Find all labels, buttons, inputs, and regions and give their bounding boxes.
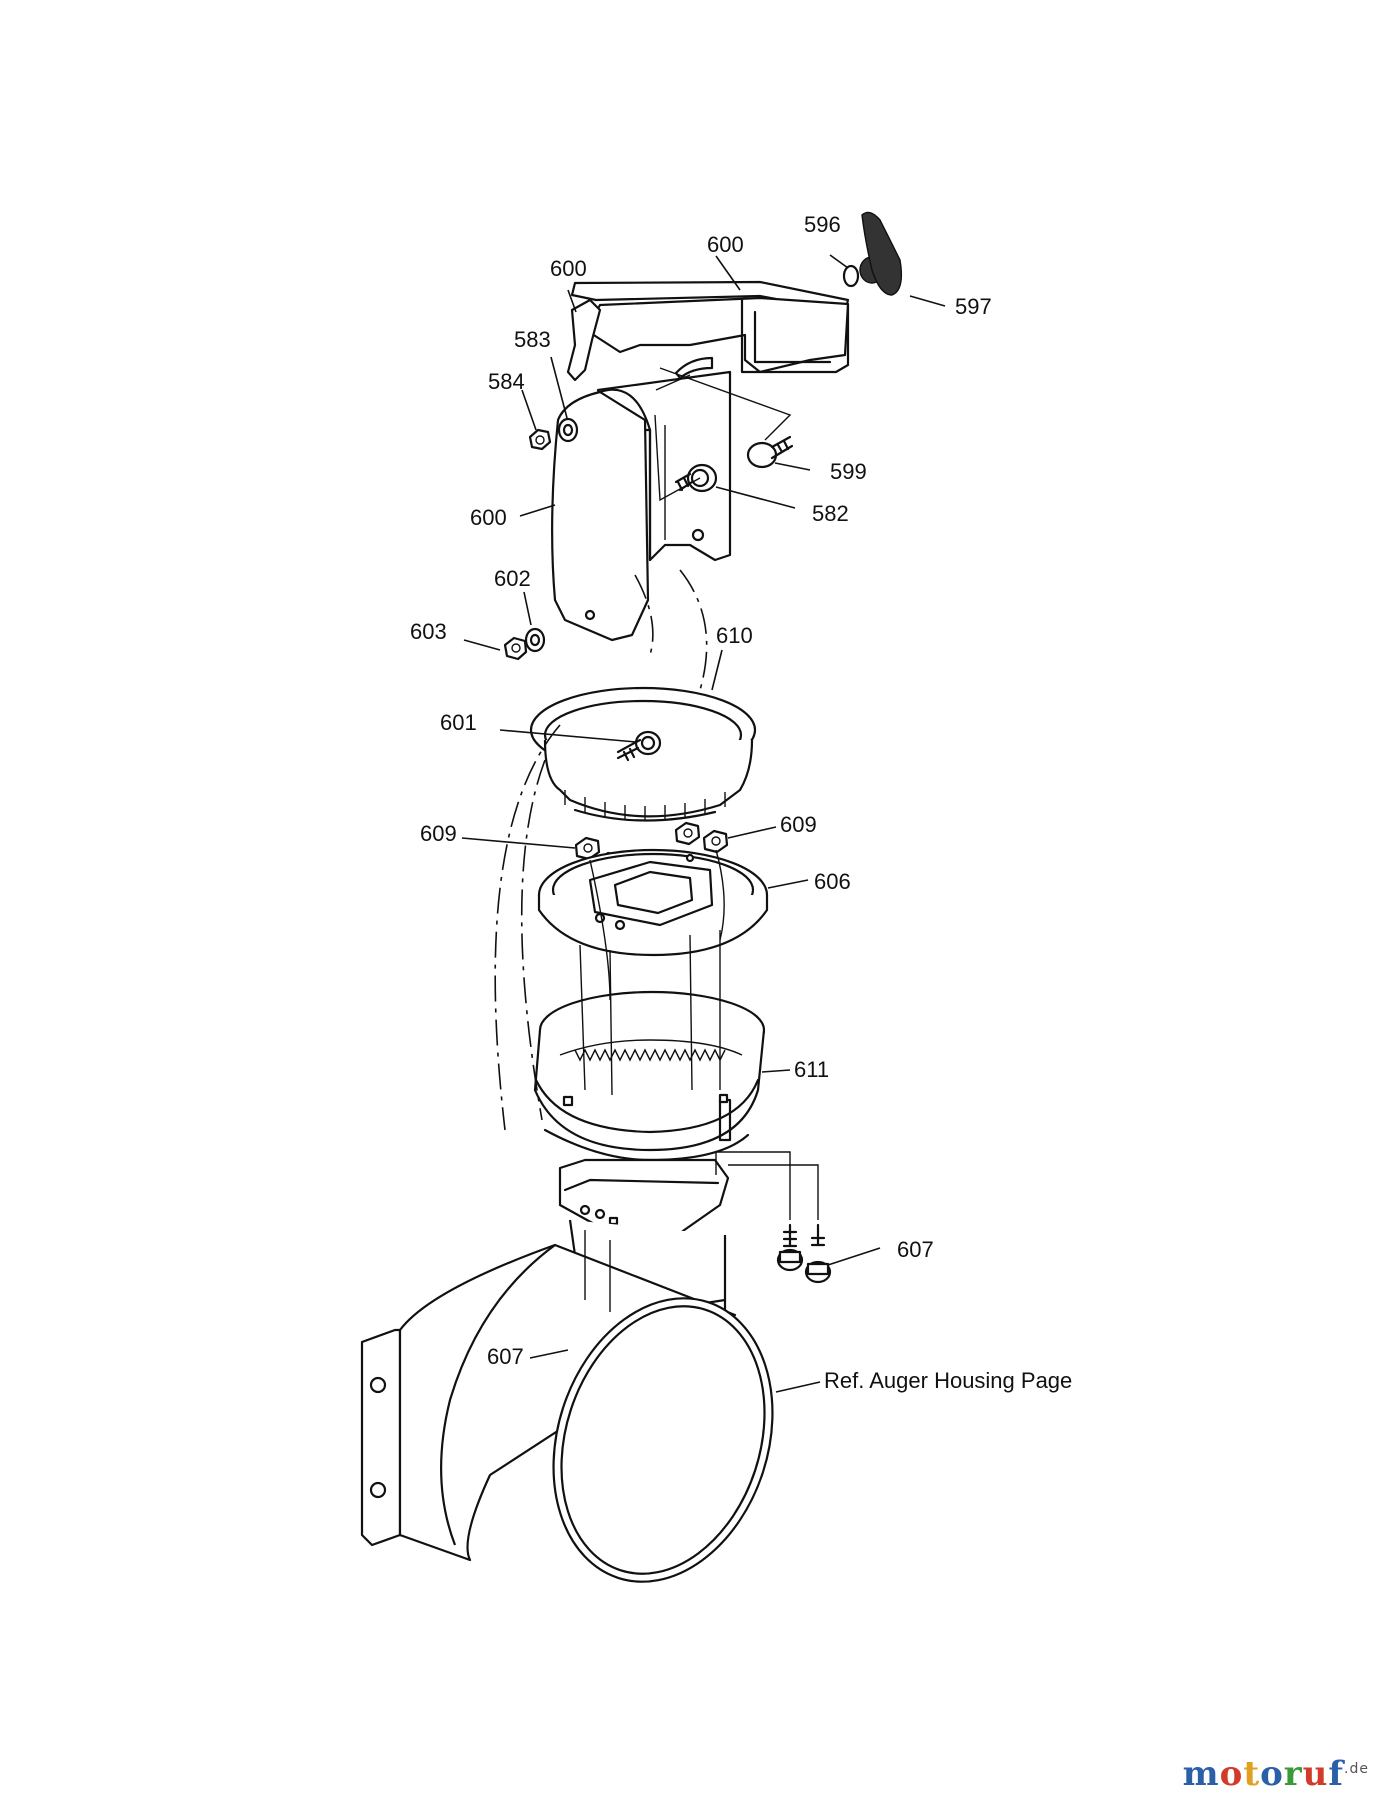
watermark-letter: r (1283, 1754, 1303, 1794)
nut-584 (528, 428, 552, 451)
ring-610 (529, 686, 757, 822)
nut-603 (503, 636, 528, 661)
callout-582: 582 (812, 501, 849, 526)
callout-603: 603 (410, 619, 447, 644)
watermark-letter: f (1328, 1754, 1345, 1794)
bolt-599 (746, 435, 794, 469)
callout-600-body: 600 (470, 505, 507, 530)
upper-chute-deflector (551, 280, 850, 642)
watermark-letter: u (1302, 1754, 1329, 1794)
motoruf-watermark-logo: motoruf.de (1183, 1754, 1369, 1794)
assembly-guide-lines (494, 367, 819, 1312)
callout-609-left: 609 (420, 821, 457, 846)
watermark-letter: o (1219, 1754, 1244, 1794)
callout-610: 610 (716, 623, 753, 648)
watermark-letter: t (1243, 1754, 1261, 1794)
ring-gear-611 (533, 990, 766, 1162)
callout-602: 602 (494, 566, 531, 591)
watermark-letter: o (1260, 1754, 1284, 1794)
callout-ref-auger-housing: Ref. Auger Housing Page (824, 1368, 1072, 1393)
callout-597: 597 (955, 294, 992, 319)
watermark-tld: .de (1344, 1760, 1369, 1777)
callout-609-right: 609 (780, 812, 817, 837)
callout-600-top: 600 (707, 232, 744, 257)
callout-606: 606 (814, 869, 851, 894)
bolt-601 (616, 730, 662, 762)
callout-607-right: 607 (897, 1237, 934, 1262)
leader-lines (461, 254, 946, 1393)
callout-601: 601 (440, 710, 477, 735)
callout-596: 596 (804, 212, 841, 237)
watermark-letter: m (1182, 1754, 1220, 1794)
callout-607-left: 607 (487, 1344, 524, 1369)
auger-housing-pipe (360, 1243, 774, 1583)
ring-606 (537, 848, 769, 957)
callout-labels: 596 600 600 597 583 584 599 582 600 602 … (410, 212, 1072, 1393)
bolts-607-upper (776, 1223, 832, 1284)
knob-597 (842, 211, 903, 296)
callout-600-left: 600 (550, 256, 587, 281)
callout-611: 611 (794, 1057, 829, 1082)
callout-584: 584 (488, 369, 525, 394)
washer-602 (524, 627, 546, 653)
callout-599: 599 (830, 459, 867, 484)
callout-583: 583 (514, 327, 551, 352)
washer-583 (557, 417, 579, 443)
